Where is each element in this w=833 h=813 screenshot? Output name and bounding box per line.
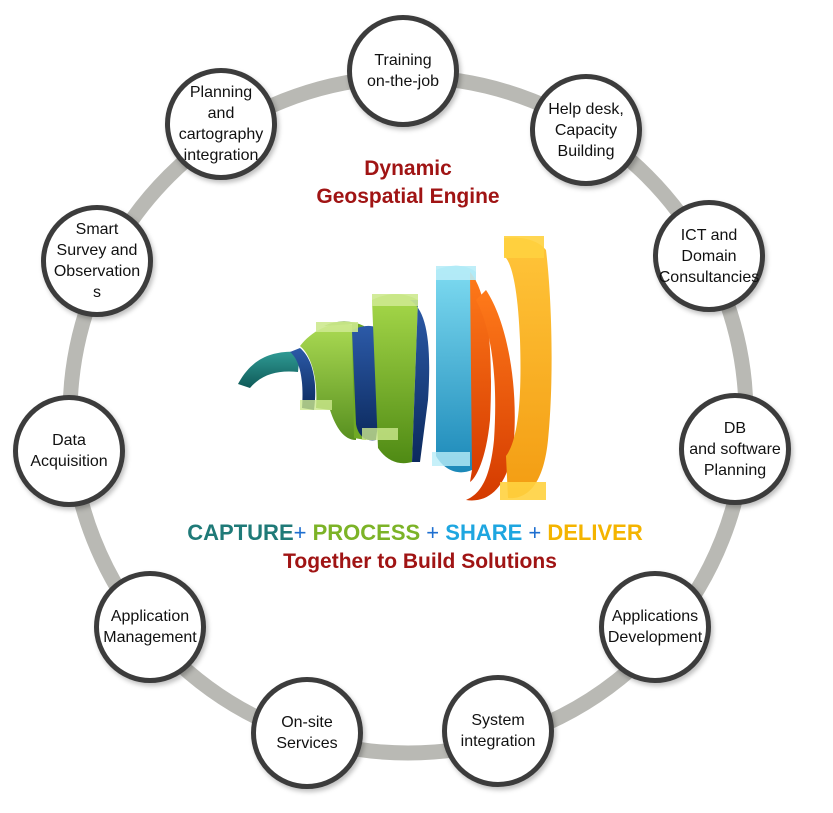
spiral-ribbon-icon	[238, 236, 552, 501]
node-system-integration-label: System integration	[460, 712, 536, 750]
tagline-share: SHARE	[445, 520, 523, 545]
node-onsite-services: On-site Services	[251, 677, 363, 789]
node-data-acquisition: Data Acquisition	[13, 395, 125, 507]
tagline-process: PROCESS	[312, 520, 421, 545]
node-ict-consultancies: ICT and Domain Consultancies	[653, 200, 765, 312]
node-db-planning: DB and software Planning	[679, 393, 791, 505]
subtitle: Together to Build Solutions	[283, 550, 557, 573]
node-applications-development: Applications Development	[599, 571, 711, 683]
node-help-desk: Help desk, Capacity Building	[530, 74, 642, 186]
node-smart-survey: Smart Survey and Observation s	[41, 205, 153, 317]
node-planning-cartography-label: Planning and cartography integration	[178, 84, 264, 164]
node-training: Training on-the-job	[347, 15, 459, 127]
node-planning-cartography: Planning and cartography integration	[165, 68, 277, 180]
tagline-plus-1: +	[293, 520, 313, 545]
node-smart-survey-label: Smart Survey and Observation s	[53, 221, 141, 301]
node-application-management: Application Management	[94, 571, 206, 683]
node-data-acquisition-label: Data Acquisition	[30, 432, 108, 470]
node-help-desk-label: Help desk, Capacity Building	[548, 100, 624, 160]
tagline-deliver: DELIVER	[547, 520, 643, 545]
node-ict-consultancies-label: ICT and Domain Consultancies	[658, 226, 760, 286]
title-line-1: Dynamic	[364, 157, 452, 180]
title-line-2: Geospatial Engine	[316, 185, 500, 208]
node-onsite-services-label: On-site Services	[276, 714, 338, 752]
node-system-integration: System integration	[442, 675, 554, 787]
tagline: CAPTURE+ PROCESS + SHARE + DELIVER	[120, 520, 710, 546]
tagline-capture: CAPTURE	[187, 520, 294, 545]
tagline-plus-3: +	[522, 520, 548, 545]
node-db-planning-label: DB and software Planning	[689, 419, 781, 479]
node-applications-development-label: Applications Development	[607, 608, 703, 646]
node-application-management-label: Application Management	[103, 608, 197, 646]
tagline-plus-2: +	[420, 520, 446, 545]
node-training-label: Training on-the-job	[366, 52, 440, 90]
